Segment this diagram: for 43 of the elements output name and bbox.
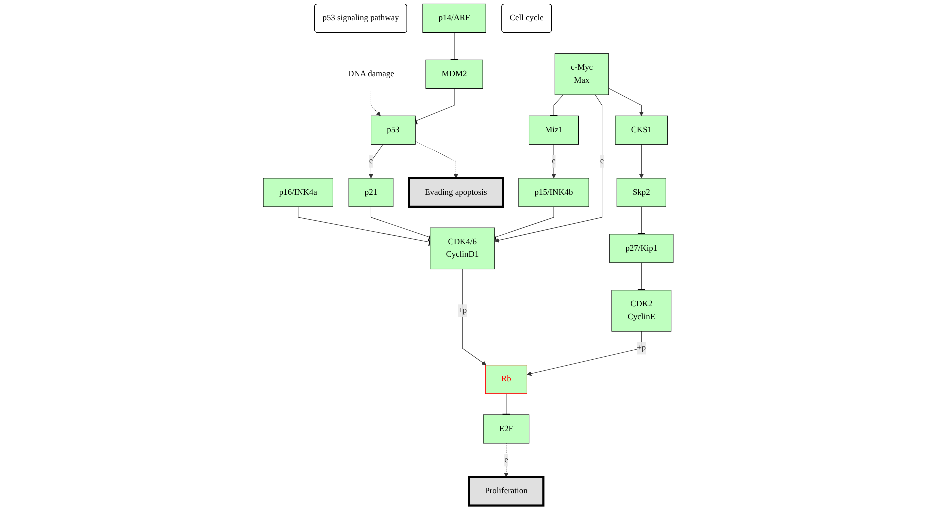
node-box: CDK4/6 CyclinD1	[430, 228, 496, 270]
arrow	[415, 141, 458, 179]
connector	[550, 94, 564, 116]
node-box: p16/INK4a	[263, 178, 334, 208]
edge-label: e	[552, 156, 556, 166]
connector	[494, 206, 554, 242]
node-box: c-Myc Max	[554, 54, 610, 96]
node-box: Miz1	[529, 116, 580, 145]
arrow	[462, 269, 487, 366]
node-box: CKS1	[615, 116, 668, 145]
connector	[450, 32, 459, 60]
arrow	[552, 144, 556, 179]
edge-label: +p	[637, 344, 646, 353]
node-box: MDM2	[426, 60, 484, 89]
node-box: p21	[348, 178, 394, 208]
connector	[637, 262, 646, 291]
node-box: CDK2 CyclinE	[612, 290, 672, 332]
node-box: Rb	[485, 365, 528, 394]
arrow	[370, 88, 381, 116]
node-box: E2F	[483, 414, 530, 444]
edge-label: +p	[458, 306, 468, 316]
arrow	[504, 443, 509, 478]
node-box: p27/Kip1	[610, 234, 674, 264]
arrow	[639, 144, 644, 179]
connector	[370, 206, 432, 242]
arrow	[608, 88, 644, 116]
edge-label: e	[600, 156, 604, 166]
arrow	[527, 331, 642, 376]
connector	[298, 206, 432, 247]
connector	[502, 394, 511, 416]
connector	[414, 88, 455, 126]
node-box: Skp2	[616, 178, 666, 208]
connector	[637, 206, 646, 235]
arrow	[494, 94, 603, 243]
node-box: Evading apoptosis	[408, 177, 504, 208]
node-box: Proliferation	[468, 476, 545, 507]
edge-label: e	[504, 456, 508, 465]
edge-label: e	[369, 156, 374, 166]
node-text: DNA damage	[348, 70, 394, 79]
node-box: p15/INK4b	[518, 178, 590, 208]
arrow	[368, 144, 384, 179]
node-box: p14/ARF	[422, 4, 486, 33]
node-box: p53	[371, 116, 416, 145]
